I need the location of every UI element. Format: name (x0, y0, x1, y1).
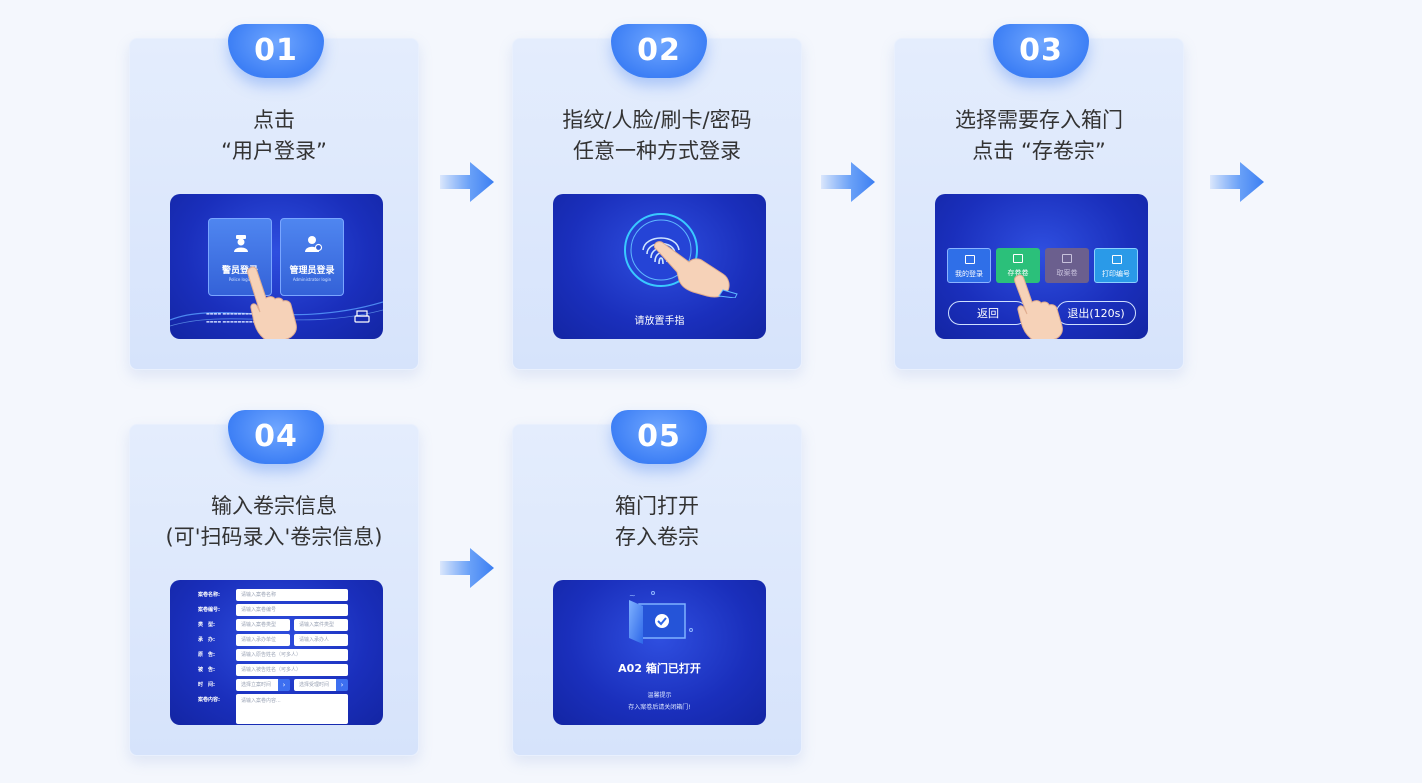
tile-sublabel: Administrator login (292, 277, 332, 282)
tile-label: 警员登录 (221, 266, 258, 276)
hand-pointer-icon (1014, 274, 1063, 339)
print-number-button[interactable]: 打印编号 (1094, 248, 1138, 283)
login-arrow-icon (1013, 254, 1023, 263)
tip-text: 存入案卷后请关闭箱门! (628, 704, 691, 711)
step-number-badge: 04 (228, 410, 324, 464)
step-title-line: 选择需要存入箱门 (955, 108, 1123, 132)
fingerprint-screen-preview: 请放置手指 (553, 194, 766, 339)
svg-text:~: ~ (629, 591, 636, 600)
step-number-badge: 02 (611, 24, 707, 78)
action-menu-screen-preview: 我的登录 存卷卷 取案卷 打印编号 返回 退出(120s) (935, 194, 1148, 339)
step-title-line: 输入卷宗信息 (211, 494, 337, 518)
door-open-status: A02 箱门已打开 (618, 662, 701, 675)
step-card-02: 02 指纹/人脸/刷卡/密码 任意一种方式登录 请放置手指 (512, 24, 802, 370)
step-card-05: 05 箱门打开 存入卷宗 ~ A02 箱门已打开 温馨提示 存入案卷后请关闭箱门… (512, 410, 802, 756)
field-label: 类 型: (198, 622, 215, 628)
step-title-line: 点击 “存卷宗” (972, 139, 1106, 163)
step-title-line: 指纹/人脸/刷卡/密码 (562, 108, 752, 132)
file-content-textarea[interactable]: 请输入案卷内容... (236, 694, 348, 724)
form-row: 时 间: 选择立案时间 › 选择受理时间 › (170, 679, 383, 692)
file-number-input[interactable]: 请输入案卷编号 (236, 604, 348, 616)
form-row: 原 告: 请输入原告姓名（可多人） (170, 649, 383, 662)
field-label: 被 告: (198, 667, 215, 673)
button-label: 我的登录 (955, 270, 983, 278)
device-info-line: ▬▬▬▬ ▬▬▬▬▬▬▬▬▬▬▬▬▬▬ (206, 319, 276, 324)
chevron-right-icon[interactable]: › (278, 679, 290, 691)
step-title-line: (可'扫码录入'卷宗信息) (165, 525, 383, 549)
tile-sublabel: Police login (228, 277, 252, 282)
field-label: 案卷编号: (198, 607, 220, 613)
logout-arrow-icon (1062, 254, 1072, 263)
button-label: 取案卷 (1056, 269, 1078, 277)
button-label: 打印编号 (1102, 270, 1130, 278)
acceptance-time-input[interactable]: 选择受理时间 (294, 679, 338, 691)
step-title: 选择需要存入箱门 点击 “存卷宗” (895, 105, 1183, 167)
id-card-icon (965, 255, 975, 264)
defendant-input[interactable]: 请输入被告姓名（可多人） (236, 664, 348, 676)
handling-unit-input[interactable]: 请输入承办单位 (236, 634, 290, 646)
field-label: 承 办: (198, 637, 215, 643)
device-info-line: ▬▬▬▬ ▬▬▬▬▬▬▬▬▬▬ (206, 311, 261, 316)
arrow-right-icon (440, 548, 494, 588)
step-number-badge: 05 (611, 410, 707, 464)
step-title-line: 存入卷宗 (615, 525, 699, 549)
arrow-right-icon (1210, 162, 1264, 202)
arrow-right-icon (821, 162, 875, 202)
admin-login-tile[interactable]: 管理员登录 Administrator login (280, 218, 344, 296)
step-card-03: 03 选择需要存入箱门 点击 “存卷宗” 我的登录 存卷卷 取案卷 打印编号 返… (894, 24, 1184, 370)
step-title-line: 点击 (253, 108, 295, 132)
my-login-button[interactable]: 我的登录 (947, 248, 991, 283)
plaintiff-input[interactable]: 请输入原告姓名（可多人） (236, 649, 348, 661)
form-row: 案卷编号: 请输入案卷编号 (170, 604, 383, 617)
form-row: 类 型: 请输入案卷类型 请输入案件类型 (170, 619, 383, 632)
step-title: 点击 “用户登录” (130, 105, 418, 167)
login-screen-preview: 警员登录 Police login 管理员登录 Administrator lo… (170, 194, 383, 339)
police-icon (234, 235, 248, 252)
filing-time-input[interactable]: 选择立案时间 (236, 679, 280, 691)
printer-icon (1112, 255, 1122, 264)
form-row: 被 告: 请输入被告姓名（可多人） (170, 664, 383, 677)
field-label: 时 间: (198, 682, 215, 688)
step-card-04: 04 输入卷宗信息 (可'扫码录入'卷宗信息) 案卷名称: 请输入案卷名称 案卷… (129, 410, 419, 756)
admin-icon (305, 236, 323, 252)
door-open-screen-preview: ~ A02 箱门已打开 温馨提示 存入案卷后请关闭箱门! (553, 580, 766, 725)
step-title: 箱门打开 存入卷宗 (513, 491, 801, 553)
file-type-input[interactable]: 请输入案卷类型 (236, 619, 290, 631)
step-title-line: “用户登录” (221, 139, 327, 163)
step-title-line: 任意一种方式登录 (573, 139, 741, 163)
field-label: 案卷名称: (198, 592, 220, 598)
step-number-badge: 01 (228, 24, 324, 78)
tile-label: 管理员登录 (289, 266, 335, 276)
field-label: 案卷内容: (198, 697, 220, 703)
form-row: 案卷名称: 请输入案卷名称 (170, 589, 383, 602)
file-info-form-preview: 案卷名称: 请输入案卷名称 案卷编号: 请输入案卷编号 类 型: 请输入案卷类型… (170, 580, 383, 725)
hand-pointer-icon (653, 241, 738, 298)
open-door-icon: ~ (629, 591, 693, 644)
button-label: 存卷卷 (1007, 269, 1029, 277)
step-title: 指纹/人脸/刷卡/密码 任意一种方式登录 (513, 105, 801, 167)
step-title-line: 箱门打开 (615, 494, 699, 518)
print-icon[interactable] (352, 308, 372, 328)
handler-input[interactable]: 请输入承办人 (294, 634, 348, 646)
fingerprint-caption: 请放置手指 (634, 316, 685, 327)
hand-pointer-icon (247, 266, 297, 339)
step-title: 输入卷宗信息 (可'扫码录入'卷宗信息) (130, 491, 418, 553)
step-card-01: 01 点击 “用户登录” 警员登录 Police login 管理员登录 A (129, 24, 419, 370)
police-login-tile[interactable]: 警员登录 Police login (208, 218, 272, 296)
tip-title: 温馨提示 (647, 692, 672, 699)
field-label: 原 告: (198, 652, 215, 658)
form-row: 承 办: 请输入承办单位 请输入承办人 (170, 634, 383, 647)
form-row: 案卷内容: 请输入案卷内容... (170, 694, 383, 724)
chevron-right-icon[interactable]: › (336, 679, 348, 691)
step-number-badge: 03 (993, 24, 1089, 78)
retrieve-file-button[interactable]: 取案卷 (1045, 248, 1089, 283)
arrow-right-icon (440, 162, 494, 202)
case-type-input[interactable]: 请输入案件类型 (294, 619, 348, 631)
file-name-input[interactable]: 请输入案卷名称 (236, 589, 348, 601)
